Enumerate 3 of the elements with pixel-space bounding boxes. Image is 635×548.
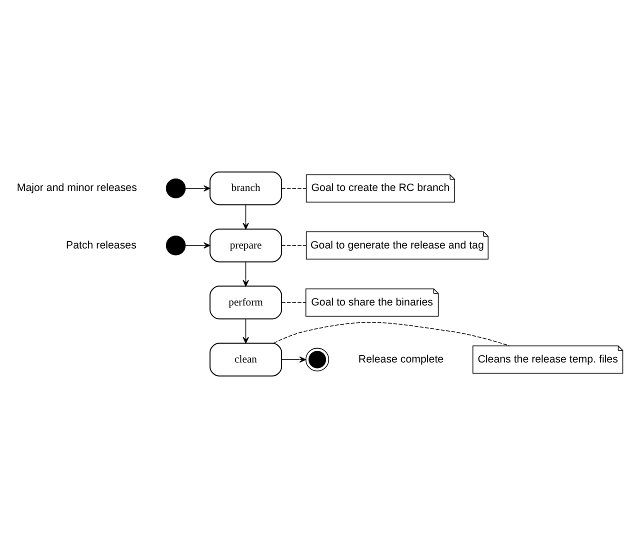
node-label: Major and minor releases bbox=[16, 182, 137, 194]
node-label: Release complete bbox=[358, 353, 444, 366]
node-label: Patch releases bbox=[66, 239, 136, 252]
